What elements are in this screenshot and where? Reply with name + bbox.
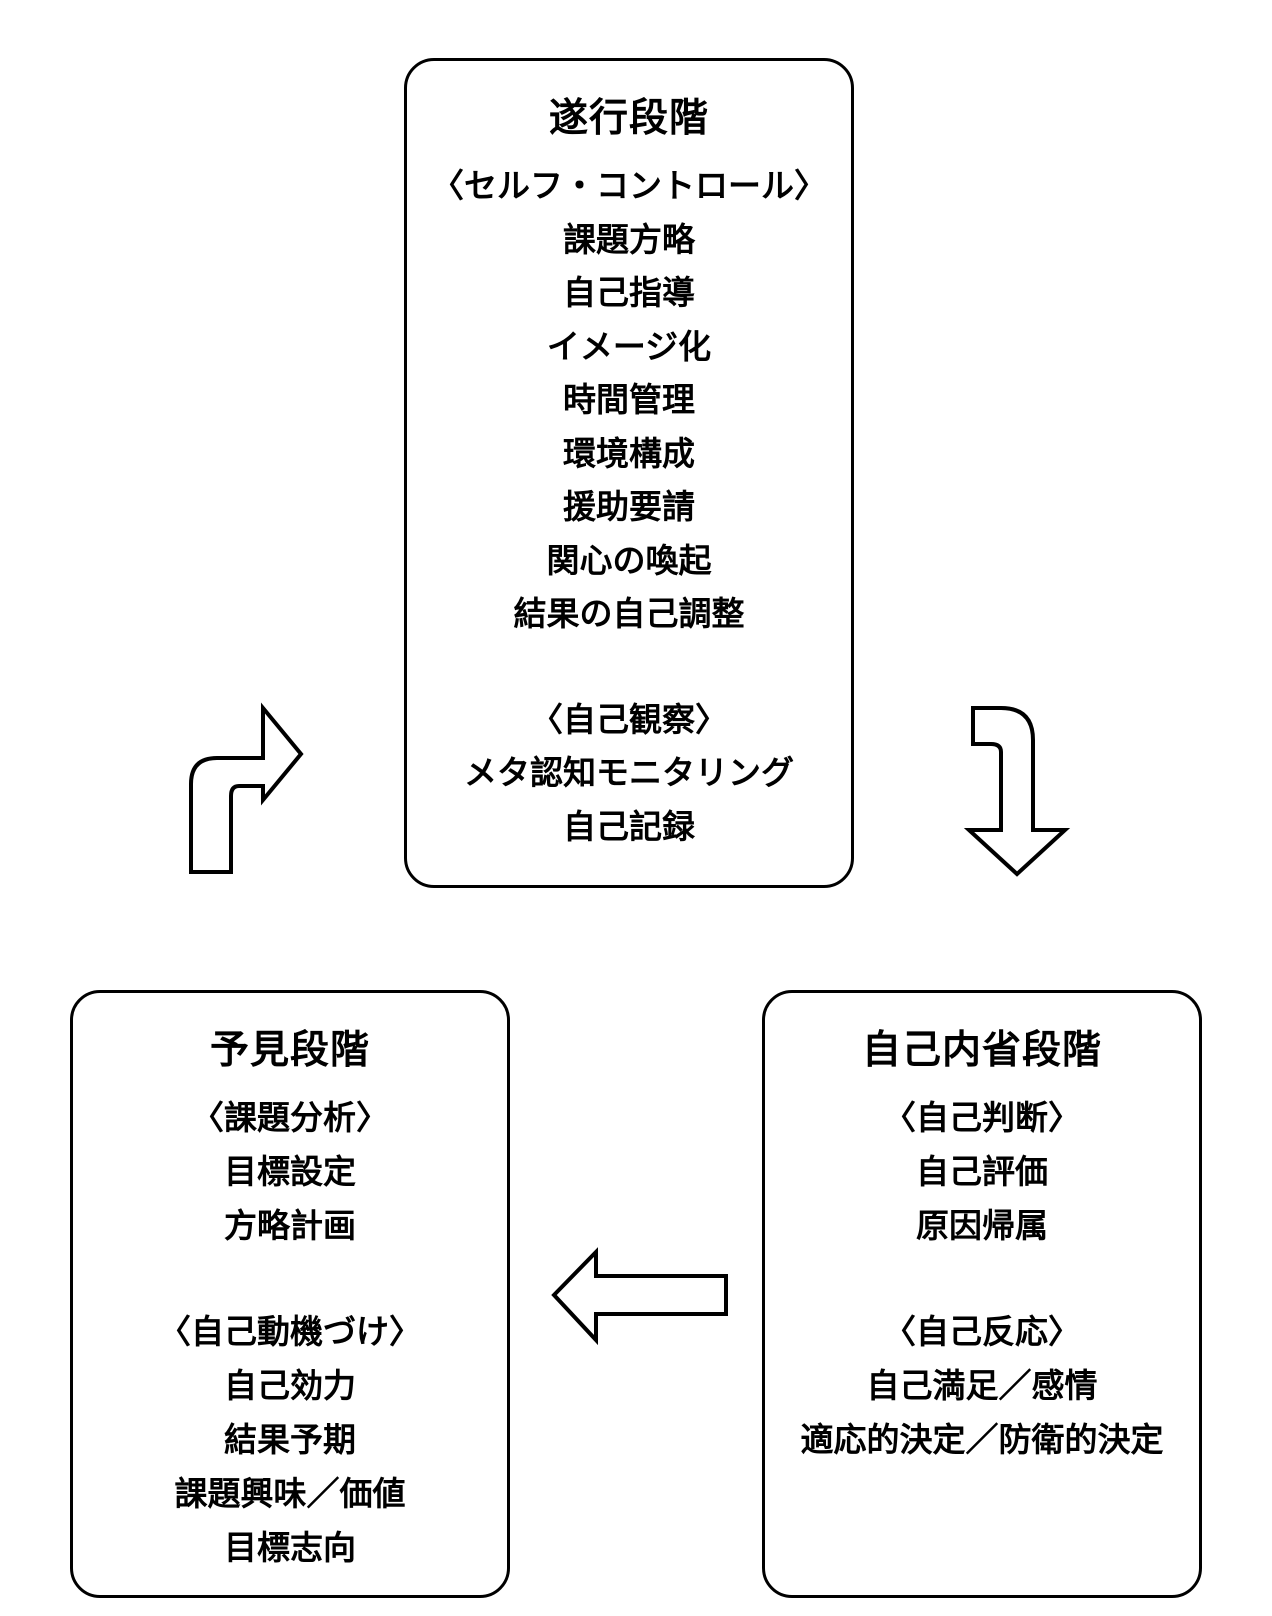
self-judgment-group: 〈自己判断〉 自己評価 原因帰属 <box>765 1091 1199 1253</box>
self-motivation-group: 〈自己動機づけ〉 自己効力 結果予期 課題興味／価値 目標志向 <box>73 1305 507 1575</box>
self-observation-heading: 〈自己観察〉 <box>530 699 728 739</box>
performance-stage-title: 遂行段階 <box>548 96 709 141</box>
arrow-right-down-icon <box>963 706 1071 877</box>
arrow-up-right-icon <box>189 702 304 874</box>
self-reaction-group: 〈自己反応〉 自己満足／感情 適応的決定／防衛的決定 <box>765 1305 1199 1467</box>
list-item: 関心の喚起 <box>546 540 712 580</box>
list-item: 自己満足／感情 <box>866 1366 1098 1405</box>
list-item: 目標志向 <box>224 1528 356 1567</box>
list-item: 目標設定 <box>224 1152 356 1191</box>
list-item: 自己効力 <box>224 1366 356 1405</box>
list-item: イメージ化 <box>546 326 712 366</box>
self-judgment-heading: 〈自己判断〉 <box>883 1098 1081 1137</box>
list-item: 自己評価 <box>916 1152 1048 1191</box>
list-item: 結果の自己調整 <box>513 594 745 633</box>
performance-stage-box: 遂行段階 〈セルフ・コントロール〉 課題方略 自己指導 イメージ化 時間管理 環… <box>404 58 854 888</box>
list-item: 援助要請 <box>563 487 695 526</box>
list-item: 自己指導 <box>563 273 695 312</box>
list-item: 結果予期 <box>224 1420 356 1459</box>
self-motivation-heading: 〈自己動機づけ〉 <box>158 1312 422 1351</box>
self-control-group: 〈セルフ・コントロール〉 課題方略 自己指導 イメージ化 時間管理 環境構成 援… <box>407 159 851 641</box>
list-item: 原因帰属 <box>916 1206 1048 1245</box>
reflection-stage-title: 自己内省段階 <box>861 1028 1102 1073</box>
list-item: メタ認知モニタリング <box>464 753 794 792</box>
arrow-left-icon <box>551 1247 728 1346</box>
list-item: 適応的決定／防衛的決定 <box>800 1420 1164 1459</box>
task-analysis-group: 〈課題分析〉 目標設定 方略計画 <box>73 1091 507 1253</box>
reflection-stage-box: 自己内省段階 〈自己判断〉 自己評価 原因帰属 〈自己反応〉 自己満足／感情 適… <box>762 990 1202 1598</box>
list-item: 自己記録 <box>563 806 695 846</box>
forethought-stage-title: 予見段階 <box>209 1028 370 1073</box>
self-control-heading: 〈セルフ・コントロール〉 <box>431 166 827 205</box>
list-item: 課題方略 <box>563 219 695 259</box>
list-item: 方略計画 <box>224 1206 356 1245</box>
self-reaction-heading: 〈自己反応〉 <box>883 1312 1081 1351</box>
list-item: 時間管理 <box>563 380 695 419</box>
self-observation-group: 〈自己観察〉 メタ認知モニタリング 自己記録 <box>407 693 851 854</box>
list-item: 環境構成 <box>563 433 695 473</box>
list-item: 課題興味／価値 <box>174 1474 406 1513</box>
task-analysis-heading: 〈課題分析〉 <box>191 1098 389 1137</box>
forethought-stage-box: 予見段階 〈課題分析〉 目標設定 方略計画 〈自己動機づけ〉 自己効力 結果予期… <box>70 990 510 1598</box>
